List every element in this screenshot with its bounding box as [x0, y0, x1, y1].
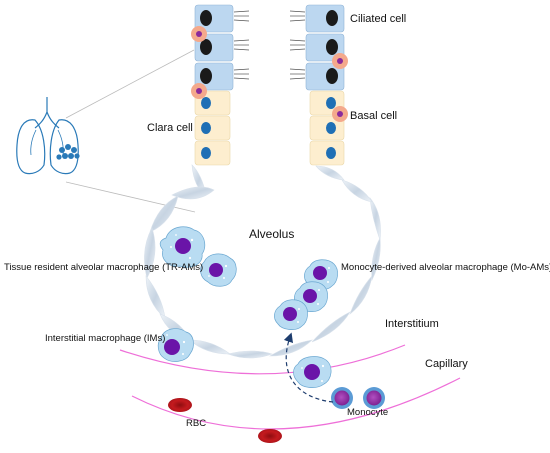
- basal-cell: [332, 53, 348, 69]
- macrophage-tr-am: [200, 253, 237, 287]
- alveoli-cluster-icon: [56, 144, 80, 160]
- basal-cell: [191, 83, 207, 99]
- label-clara-cell: Clara cell: [147, 122, 193, 134]
- ciliated-cell: [289, 62, 345, 91]
- basal-cell: [191, 26, 207, 42]
- label-tr-ams: Tissue resident alveolar macrophage (TR-…: [4, 262, 203, 273]
- red-blood-cell: [168, 398, 192, 412]
- label-capillary: Capillary: [425, 358, 468, 370]
- macrophage-mo-am: [293, 356, 332, 388]
- clara-cell: [194, 115, 231, 141]
- basal-cell: [332, 106, 348, 122]
- ciliated-cell: [289, 4, 345, 33]
- macrophage-tr-am: [159, 226, 206, 268]
- capillary: [119, 344, 461, 430]
- clara-cell: [309, 140, 345, 166]
- ciliated-cell: [194, 62, 250, 91]
- monocyte: [331, 387, 353, 409]
- monocyte: [363, 387, 385, 409]
- label-ims: Interstitial macrophage (IMs): [45, 333, 165, 344]
- left-airway-column: [191, 4, 250, 166]
- red-blood-cell: [258, 429, 282, 443]
- ciliated-cell: [194, 33, 250, 62]
- label-mo-ams: Monocyte-derived alveolar macrophage (Mo…: [341, 262, 550, 273]
- lung-icon: [16, 97, 80, 175]
- label-ciliated-cell: Ciliated cell: [350, 13, 406, 25]
- label-alveolus: Alveolus: [249, 227, 294, 241]
- label-interstitium: Interstitium: [385, 318, 439, 330]
- clara-cell: [194, 140, 231, 166]
- right-airway-column: [289, 4, 348, 166]
- macrophage-mo-am: [274, 299, 308, 330]
- ciliated-cell: [289, 33, 345, 62]
- macrophage-im: [157, 328, 194, 362]
- ciliated-cell: [194, 4, 250, 33]
- label-basal-cell: Basal cell: [350, 110, 397, 122]
- label-rbc: RBC: [186, 418, 206, 429]
- clara-cell: [309, 115, 345, 141]
- label-monocyte: Monocyte: [347, 407, 388, 418]
